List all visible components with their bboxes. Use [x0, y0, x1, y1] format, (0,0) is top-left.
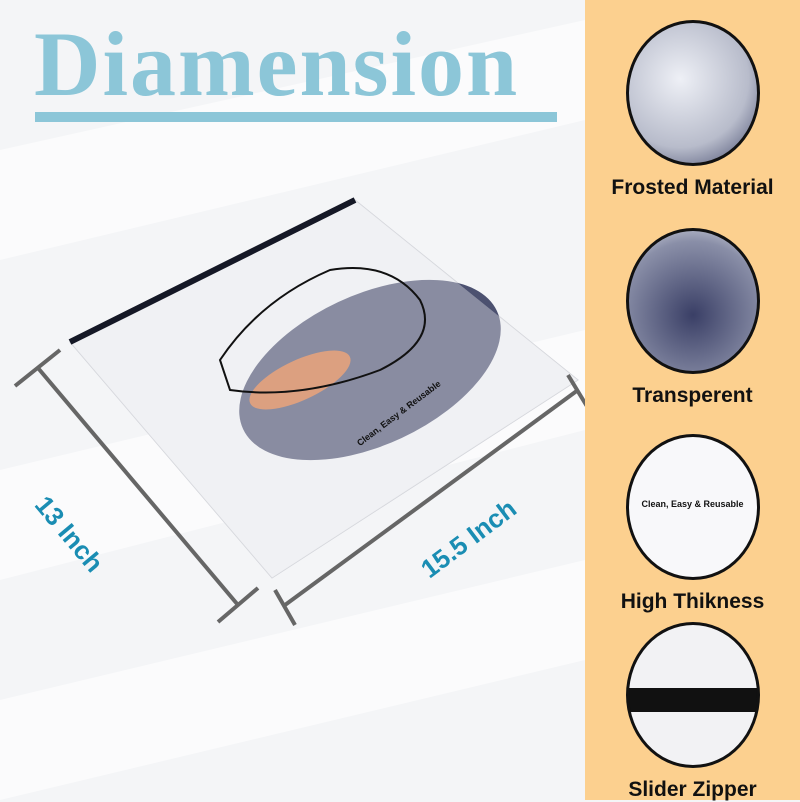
shoe-drawing: [218, 267, 426, 394]
feature-thickness: Clean, Easy & Reusable High Thikness: [585, 434, 800, 614]
product-illustration: [13, 197, 585, 626]
page-title: Diamension: [34, 13, 520, 115]
dimension-lines: [13, 348, 585, 626]
transparent-closeup-icon: [625, 228, 760, 374]
zipper-closeup-icon: [625, 622, 760, 768]
features-panel: Frosted Material Transperent Clean, Easy…: [585, 0, 800, 802]
thickness-closeup-icon: Clean, Easy & Reusable: [625, 434, 760, 580]
feature-zipper: Slider Zipper: [585, 622, 800, 802]
frosted-closeup-icon: [625, 20, 760, 166]
zipper: [68, 197, 357, 345]
feature-frosted: Frosted Material: [585, 20, 800, 200]
feature-transparent: Transperent: [585, 228, 800, 408]
storage-bag: [68, 197, 579, 579]
title-underline: [35, 112, 557, 122]
